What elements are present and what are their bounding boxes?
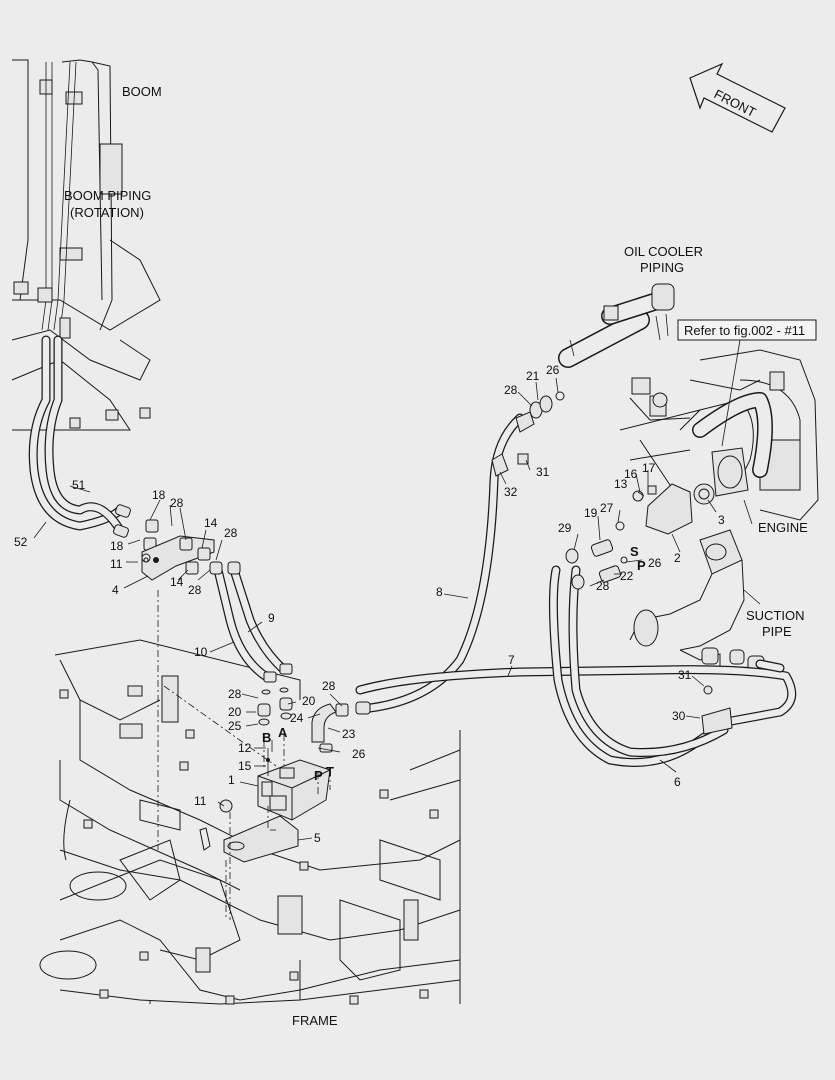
callout-18: 18 (152, 488, 166, 502)
callout-28: 28 (228, 687, 242, 701)
port-b: B (262, 730, 271, 745)
callout-24: 24 (290, 711, 304, 725)
callout-8: 8 (436, 585, 443, 599)
callout-23: 23 (342, 727, 356, 741)
boom-plate (99, 143, 123, 195)
callout-10: 10 (194, 645, 208, 659)
callout-51: 51 (72, 478, 86, 492)
hoses (28, 335, 797, 767)
callout-3: 3 (718, 513, 725, 527)
callout-29: 29 (558, 521, 572, 535)
reference-box (677, 319, 817, 341)
callout-27: 27 (600, 501, 614, 515)
oil-cooler-sub-label: PIPING (640, 260, 684, 275)
leader-lines (33, 339, 761, 920)
callout-26: 26 (352, 747, 366, 761)
callout-6: 6 (674, 775, 681, 789)
engine-assembly (558, 283, 819, 673)
boom-block-3 (59, 247, 83, 261)
callout-18: 18 (110, 539, 124, 553)
callout-5: 5 (314, 831, 321, 845)
callout-numbers: 51 52 18 18 28 11 4 14 28 14 28 9 10 28 … (14, 363, 725, 845)
port-p-valve: P (314, 768, 323, 783)
callout-12: 12 (238, 741, 252, 755)
callout-28: 28 (322, 679, 336, 693)
callout-26: 26 (648, 556, 662, 570)
callout-28: 28 (596, 579, 610, 593)
callout-21: 21 (526, 369, 540, 383)
boom-piping-sub-label: (ROTATION) (70, 205, 144, 220)
oil-cooler-label: OIL COOLER (624, 244, 703, 259)
port-a: A (278, 725, 288, 740)
callout-20: 20 (302, 694, 316, 708)
callout-16: 16 (624, 467, 638, 481)
frame-structure (39, 639, 461, 1005)
callout-11: 11 (194, 794, 207, 808)
callout-52: 52 (14, 535, 28, 549)
callout-30: 30 (672, 709, 686, 723)
port-p-pump: P (637, 558, 646, 573)
callout-28: 28 (170, 496, 184, 510)
port-s-pump: S (630, 544, 639, 559)
callout-15: 15 (238, 759, 252, 773)
boom-block-4 (13, 281, 29, 295)
suction-label: SUCTION (746, 608, 805, 623)
boom-label: BOOM (122, 84, 162, 99)
callout-28: 28 (504, 383, 518, 397)
callout-25: 25 (228, 719, 242, 733)
front-arrow: FRONT (689, 62, 786, 133)
callout-26: 26 (546, 363, 560, 377)
port-t-valve: T (326, 764, 334, 779)
suction-sub-label: PIPE (762, 624, 792, 639)
frame-label: FRAME (292, 1013, 338, 1028)
callout-28: 28 (188, 583, 202, 597)
engine-label: ENGINE (758, 520, 808, 535)
callout-17: 17 (642, 461, 656, 475)
callout-31: 31 (678, 668, 692, 682)
callout-32: 32 (504, 485, 518, 499)
callout-9: 9 (268, 611, 275, 625)
callout-4: 4 (112, 583, 119, 597)
callout-14: 14 (204, 516, 218, 530)
callout-28: 28 (224, 526, 238, 540)
text-labels: BOOM BOOM PIPING (ROTATION) OIL COOLER P… (64, 84, 817, 1028)
callout-1: 1 (228, 773, 235, 787)
callout-11: 11 (110, 557, 123, 571)
callout-13: 13 (614, 477, 628, 491)
fittings (113, 391, 733, 863)
callout-7: 7 (508, 653, 515, 667)
reference-label: Refer to fig.002 - #11 (684, 323, 805, 338)
callout-20: 20 (228, 705, 242, 719)
callout-31: 31 (536, 465, 550, 479)
boom-piping-label: BOOM PIPING (64, 188, 151, 203)
boom-structure (11, 59, 161, 431)
callout-22: 22 (620, 569, 634, 583)
callout-2: 2 (674, 551, 681, 565)
callout-14: 14 (170, 575, 184, 589)
callout-19: 19 (584, 506, 598, 520)
